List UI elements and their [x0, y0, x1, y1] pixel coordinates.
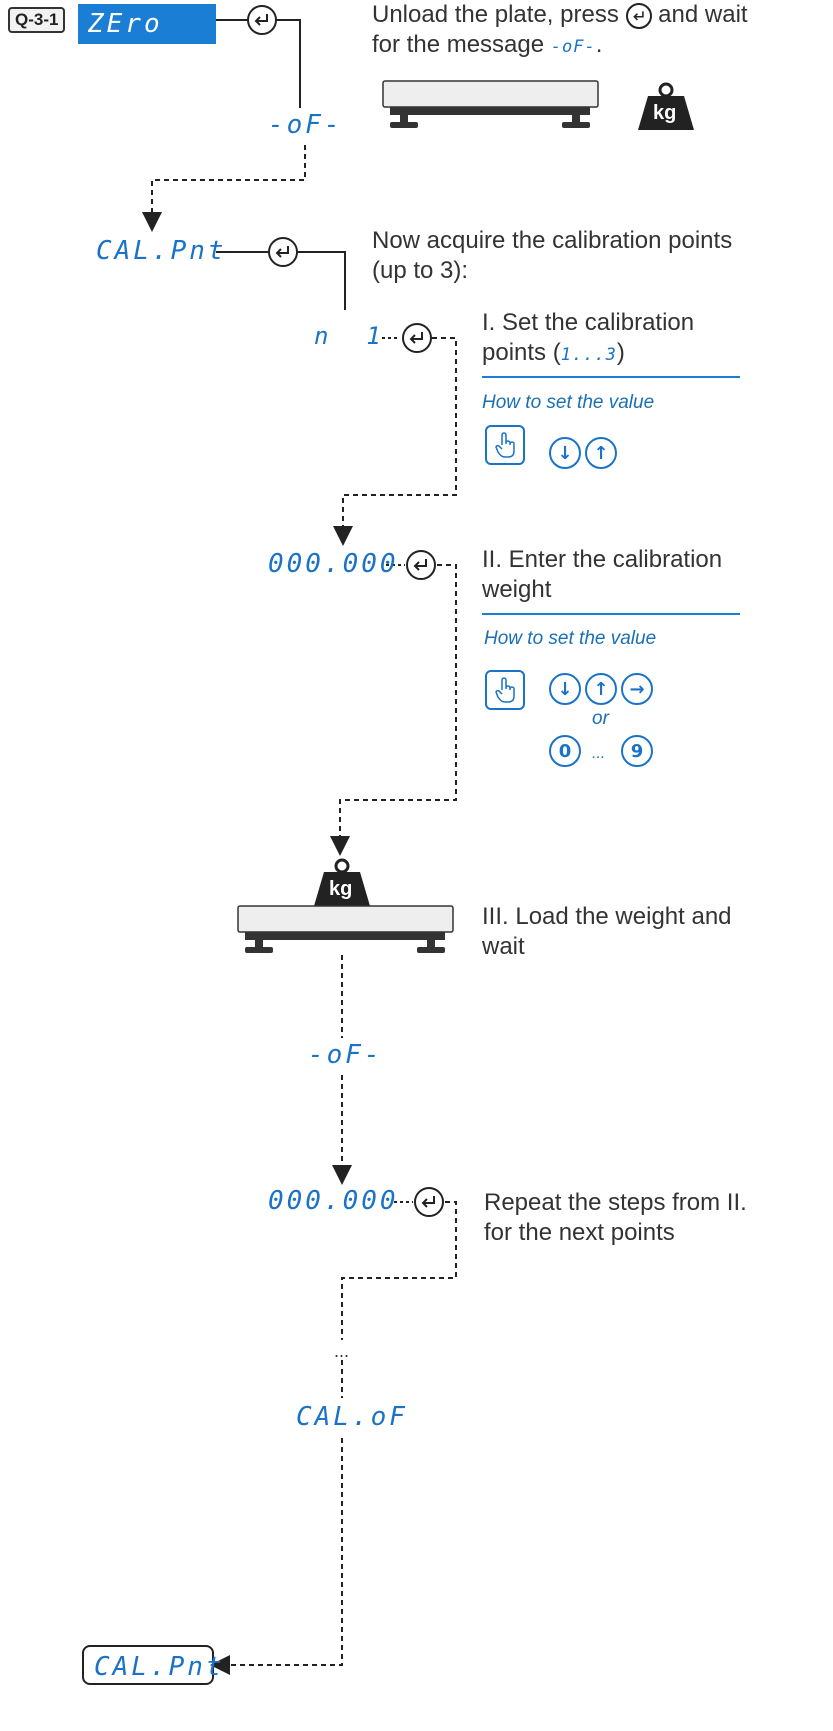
off-message-display: -oF-	[268, 110, 343, 140]
step1-text-end: )	[616, 339, 625, 366]
point-number-display[interactable]: n 1	[314, 322, 384, 350]
digit-range-dots: ...	[592, 745, 606, 762]
step1-instruction: I. Set the calibration points (1...3)	[482, 308, 742, 370]
scale-platform-icon	[382, 80, 602, 136]
touch-hand-icon[interactable]	[485, 425, 525, 465]
cal-off-display: CAL.oF	[296, 1402, 408, 1432]
ellipsis-label: ...	[334, 1341, 350, 1361]
divider	[482, 613, 740, 615]
or-label: or	[592, 708, 609, 729]
enter-key-icon	[625, 2, 652, 29]
enter-key-icon[interactable]	[406, 550, 436, 580]
down-arrow-icon[interactable]: ↓	[549, 673, 581, 705]
weight-value-display[interactable]: 000.000	[268, 1186, 399, 1216]
enter-key-icon[interactable]	[247, 5, 277, 35]
menu-code-tag: Q-3-1	[8, 7, 66, 33]
weight-label: kg	[329, 878, 353, 900]
enter-key-icon[interactable]	[414, 1187, 444, 1217]
scale-platform-icon	[236, 905, 458, 961]
weight-icon: kg	[636, 82, 696, 136]
enter-key-icon[interactable]	[402, 323, 432, 353]
weight-label: kg	[653, 102, 677, 124]
zero-display[interactable]: ZEro	[78, 4, 216, 44]
unload-text-b: and wait	[658, 1, 748, 28]
right-arrow-icon[interactable]: →	[621, 673, 653, 705]
enter-key-icon[interactable]	[268, 237, 298, 267]
acquire-instruction: Now acquire the calibration points (up t…	[372, 227, 733, 284]
unload-code: -oF-	[550, 37, 596, 57]
cal-pnt-final-display[interactable]: CAL.Pnt	[82, 1645, 222, 1685]
unload-text-c: for the message	[372, 31, 545, 58]
touch-hand-icon[interactable]	[485, 670, 525, 710]
weight-value-display[interactable]: 000.000	[268, 549, 399, 579]
step1-range: 1...3	[560, 345, 617, 365]
up-arrow-icon[interactable]: ↑	[585, 437, 617, 469]
unload-text-end: .	[595, 31, 603, 58]
down-arrow-icon[interactable]: ↓	[549, 437, 581, 469]
unload-text-a: Unload the plate, press	[372, 1, 619, 28]
how-to-label: How to set the value	[484, 628, 657, 649]
digit-zero-key[interactable]: 0	[549, 735, 581, 767]
unload-instruction: Unload the plate, press and wait for the…	[372, 0, 827, 62]
repeat-instruction: Repeat the steps from II. for the next p…	[484, 1189, 747, 1246]
how-to-label: How to set the value	[482, 392, 655, 413]
digit-nine-key[interactable]: 9	[621, 735, 653, 767]
step1-text: I. Set the calibration points (	[482, 309, 695, 366]
weight-icon: kg	[312, 858, 372, 912]
off-message-display: -oF-	[308, 1040, 383, 1070]
divider	[482, 376, 740, 378]
up-arrow-icon[interactable]: ↑	[585, 673, 617, 705]
step3-instruction: III. Load the weight and wait	[482, 903, 732, 960]
cal-pnt-display[interactable]: CAL.Pnt	[96, 236, 227, 266]
step2-instruction: II. Enter the calibration weight	[482, 546, 723, 603]
